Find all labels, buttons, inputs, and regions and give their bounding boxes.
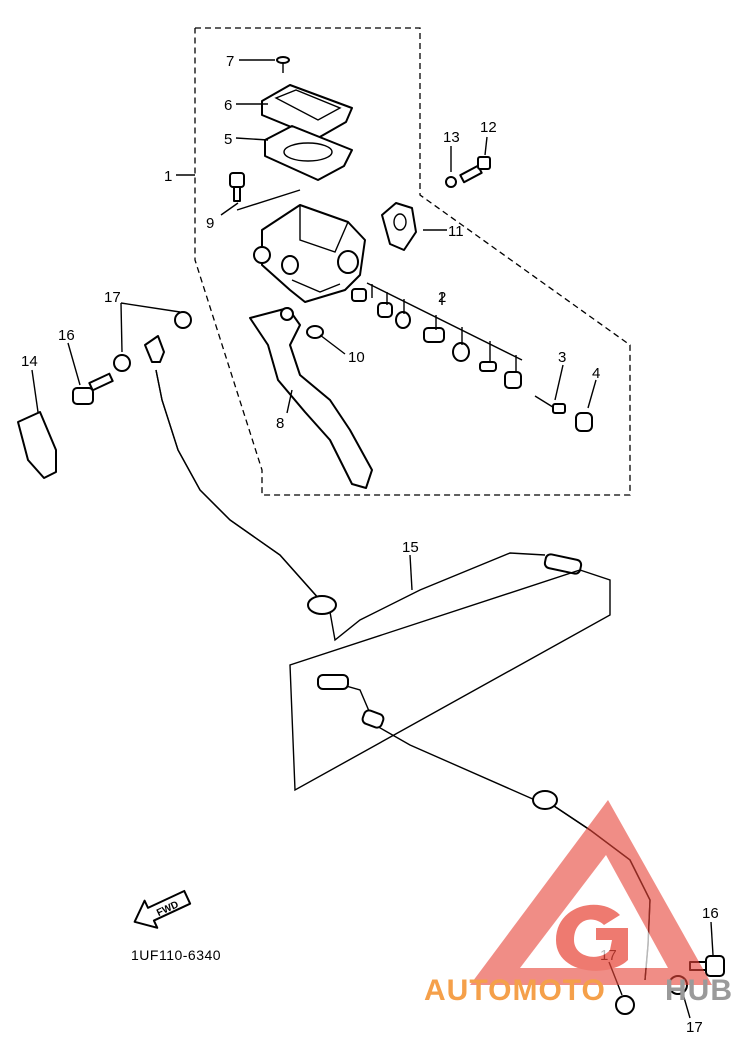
- part-11-holder-clamp: [381, 202, 417, 251]
- callout-4: 4: [592, 365, 600, 382]
- callout-16-left: 16: [58, 327, 75, 344]
- callout-17-left: 17: [104, 289, 121, 306]
- callout-5: 5: [224, 131, 232, 148]
- watermark-text-suffix: HUB: [665, 974, 733, 1007]
- part-9-bolt: [229, 172, 245, 202]
- part-7-screw: [276, 56, 290, 73]
- watermark-logo-icon: [470, 800, 712, 985]
- part-10-nut: [306, 325, 324, 339]
- master-cylinder-body: [253, 204, 366, 303]
- callout-9: 9: [206, 215, 214, 232]
- master-cylinder-group: [229, 56, 593, 489]
- callout-16-right: 16: [702, 905, 719, 922]
- part-5-diaphragm: [264, 125, 353, 181]
- callout-17-right-b: 17: [686, 1019, 703, 1036]
- callout-7: 7: [226, 53, 234, 70]
- callout-6: 6: [224, 97, 232, 114]
- callout-3: 3: [558, 349, 566, 366]
- leader-lines: [31, 59, 714, 1019]
- callout-8: 8: [276, 415, 284, 432]
- part-6-reservoir-cap: [261, 84, 353, 139]
- callout-2: 2: [438, 289, 446, 306]
- brake-hose-upper: [144, 335, 337, 615]
- part-4-cap: [575, 412, 593, 432]
- watermark-text-main: AUTOMOTO: [424, 974, 606, 1007]
- part-3-dust-boot: [534, 395, 566, 414]
- part-13-washer: [445, 176, 457, 188]
- part-15-brake-pipe: [289, 552, 611, 801]
- callout-10: 10: [348, 349, 365, 366]
- part-17-washer-left-a: [174, 311, 192, 329]
- part-2-piston-kit: [351, 282, 523, 389]
- callout-11: 11: [448, 223, 464, 240]
- part-14-cover: [17, 411, 57, 479]
- part-8-lever: [249, 307, 373, 489]
- watermark-text: AUTOMOTO HUB: [424, 974, 733, 1007]
- assembly-boundary: [194, 27, 631, 496]
- callout-15: 15: [402, 539, 419, 556]
- part-16-banjo-bolt-left: [72, 372, 114, 405]
- callout-14: 14: [21, 353, 38, 370]
- part-12-bolt: [459, 156, 491, 184]
- part-17-washer-right-a: [615, 995, 635, 1015]
- callout-13: 13: [443, 129, 460, 146]
- part-17-washer-left-b: [113, 354, 131, 372]
- fwd-arrow-icon: FWD: [133, 889, 192, 929]
- callout-12: 12: [480, 119, 497, 136]
- diagram-code: 1UF110-6340: [131, 947, 221, 963]
- callout-1: 1: [164, 168, 172, 185]
